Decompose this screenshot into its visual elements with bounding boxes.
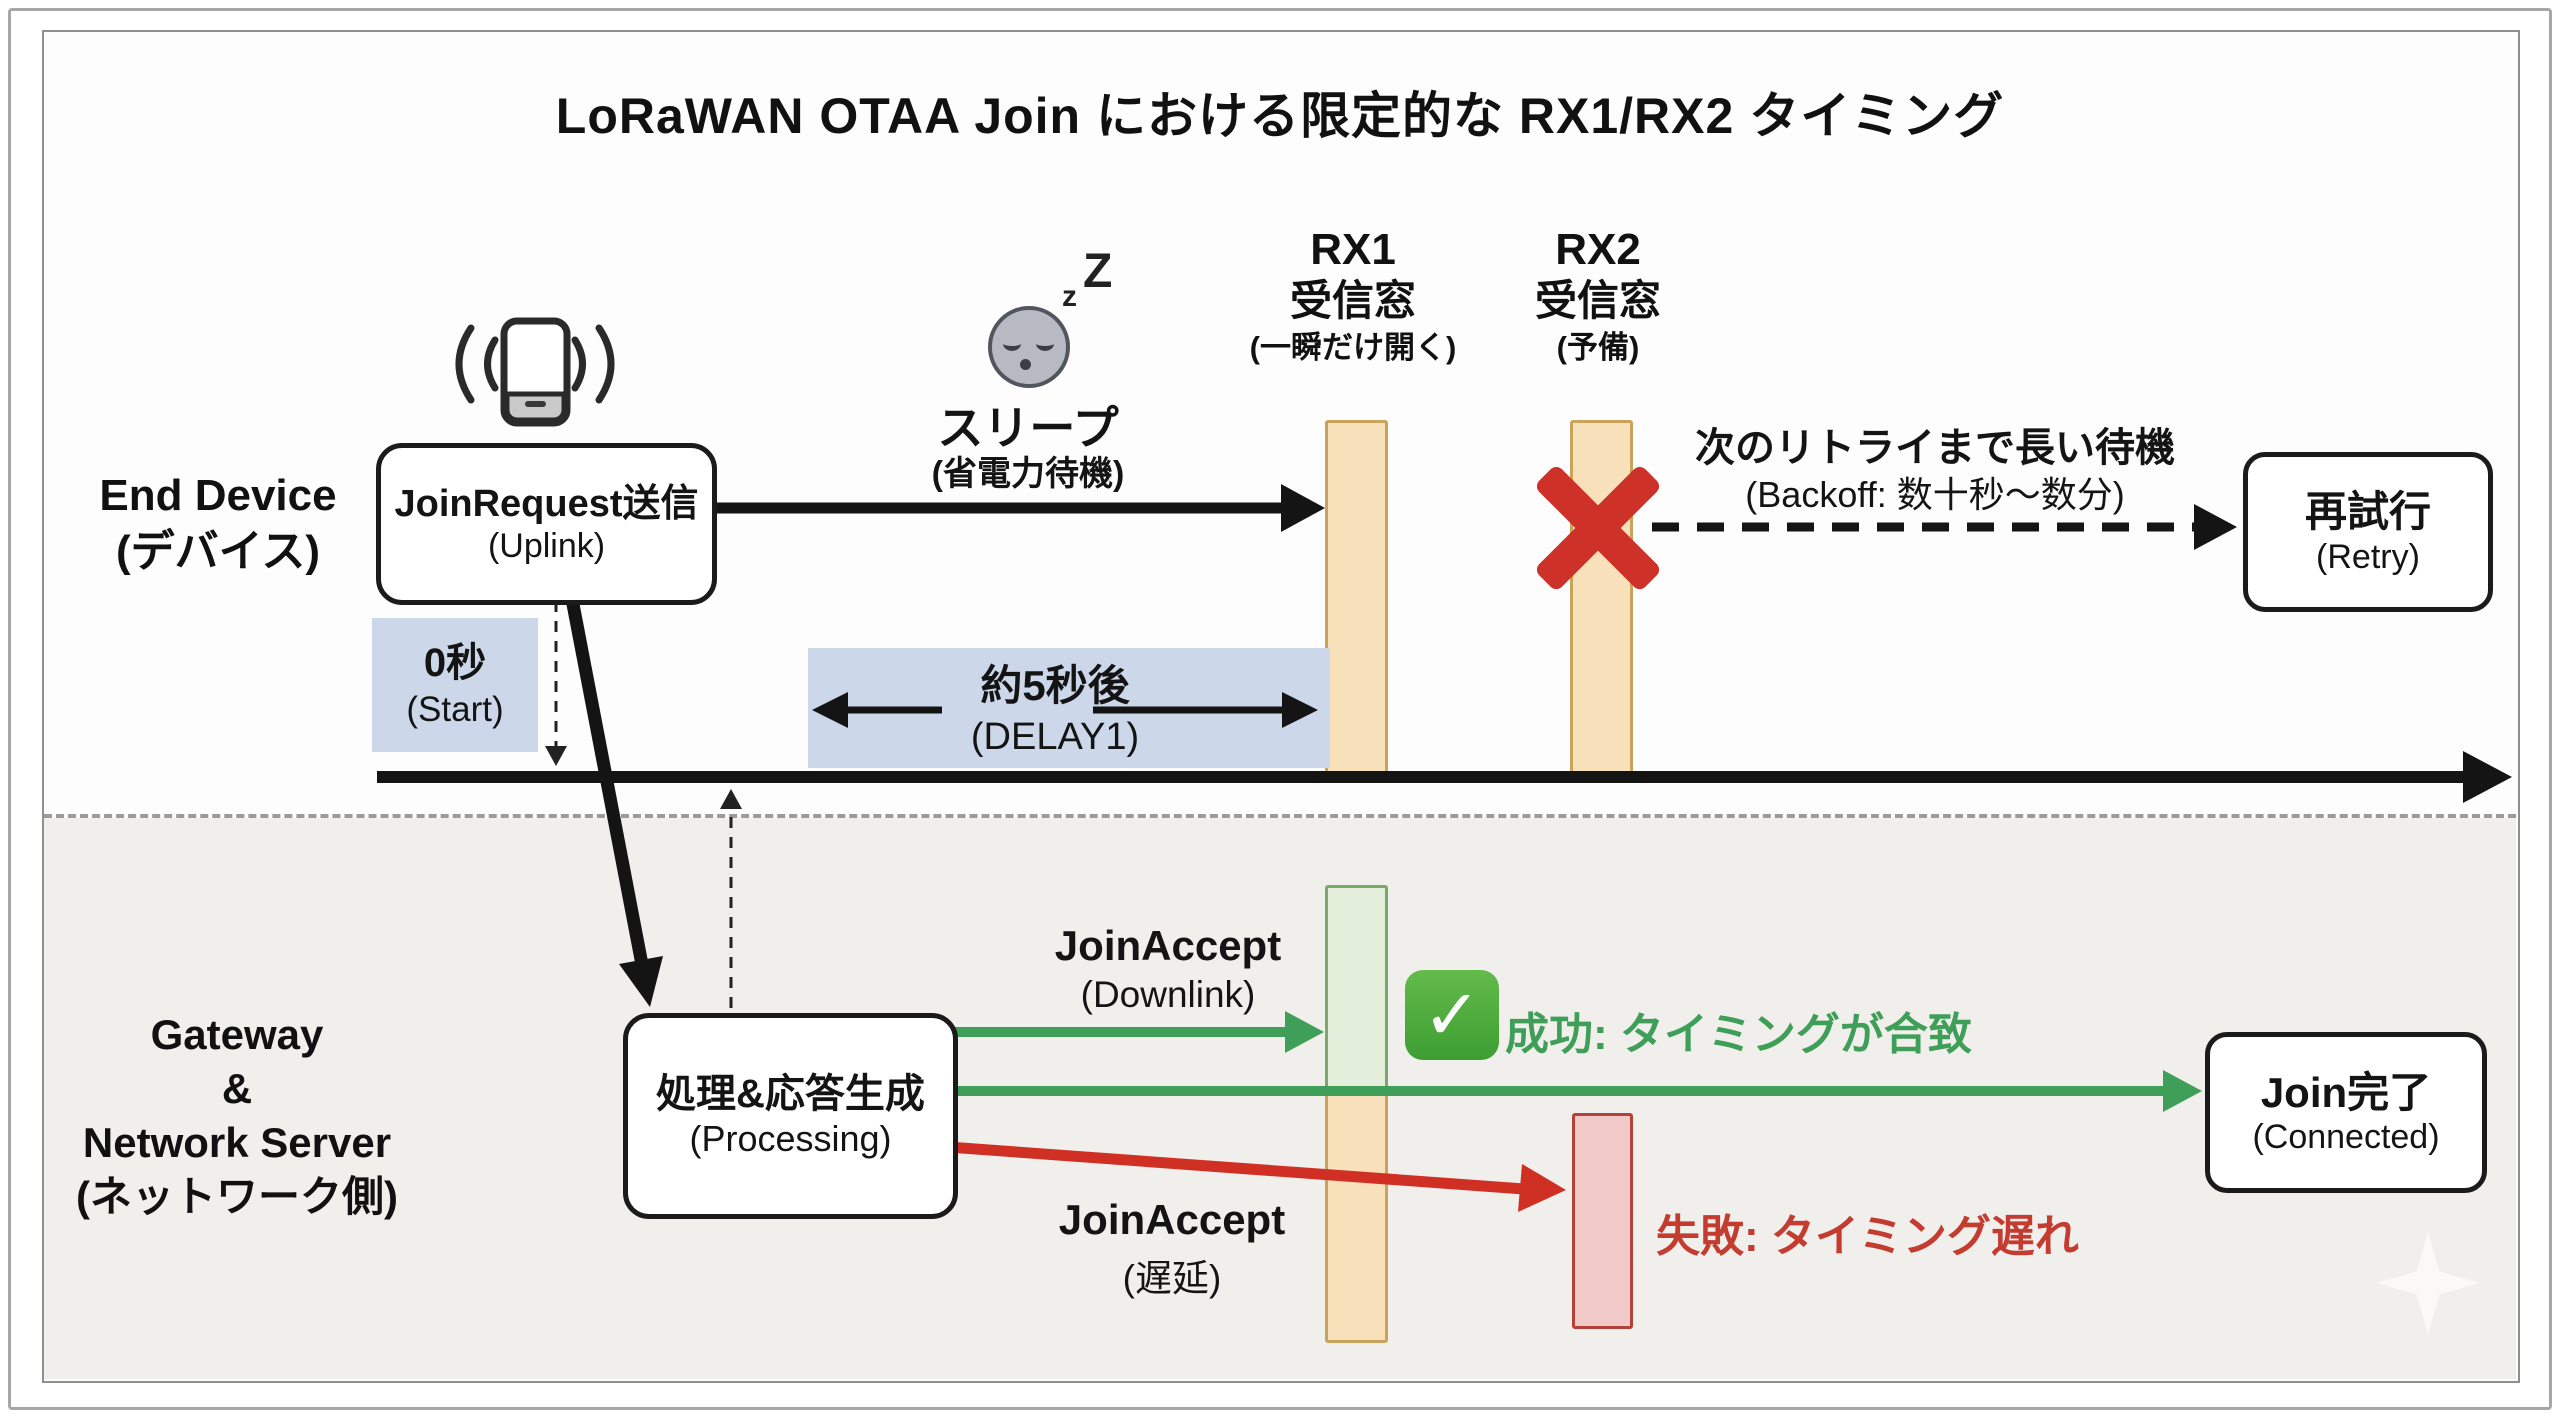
- join-request-title: JoinRequest送信: [394, 482, 699, 525]
- zz-small: z: [1062, 280, 1077, 313]
- retry-title: 再試行: [2304, 488, 2431, 536]
- rx2-window-bar-late: [1572, 1113, 1633, 1329]
- phone-icon: [455, 317, 615, 427]
- network-lane-background: [44, 818, 2516, 1379]
- success-check-icon: ✓: [1405, 970, 1499, 1060]
- rx1-window-bar-upper: [1325, 420, 1388, 778]
- processing-subtitle: (Processing): [689, 1118, 892, 1160]
- sleep-label: スリープ: [937, 402, 1119, 454]
- rx1-window-bar-lower: [1325, 1091, 1388, 1343]
- rx2-name: RX2: [1555, 225, 1641, 274]
- join-request-node: JoinRequest送信 (Uplink): [376, 443, 717, 605]
- sleep-mouth: [1020, 359, 1031, 370]
- rx2-missed-cross-icon: [1513, 443, 1683, 613]
- page-title: LoRaWAN OTAA Join における限定的な RX1/RX2 タイミング: [555, 88, 2005, 144]
- network-lane-line2: &: [221, 1065, 253, 1112]
- processing-title: 処理&応答生成: [656, 1072, 925, 1117]
- backoff-sublabel: (Backoff: 数十秒〜数分): [1745, 474, 2125, 515]
- lane-divider-dashed-line: [44, 814, 2516, 818]
- rx2-label: 受信窓: [1534, 277, 1662, 324]
- joinaccept-late-title: JoinAccept: [1058, 1196, 1286, 1243]
- end-device-lane-line1: End Device: [99, 471, 337, 520]
- backoff-label: 次のリトライまで長い待機: [1695, 426, 2175, 470]
- zz-big: Z: [1083, 245, 1113, 298]
- rx1-window-bar-success: [1325, 885, 1388, 1097]
- time-start-title: 0秒: [423, 641, 487, 686]
- retry-subtitle: (Retry): [2316, 537, 2420, 576]
- failure-text: 失敗: タイミング遅れ: [1656, 1212, 2079, 1261]
- join-done-node: Join完了 (Connected): [2205, 1032, 2487, 1193]
- time-start-badge: 0秒 (Start): [372, 618, 538, 752]
- rx1-label: 受信窓: [1289, 277, 1416, 324]
- sleep-face-icon: [988, 306, 1070, 388]
- sleep-sublabel: (省電力待機): [931, 455, 1125, 493]
- join-request-subtitle: (Uplink): [487, 527, 606, 566]
- rx2-note: (予備): [1556, 330, 1640, 365]
- sleep-eye-right: [1036, 336, 1054, 351]
- end-device-lane-line2: (デバイス): [116, 527, 320, 576]
- join-done-subtitle: (Connected): [2252, 1118, 2440, 1157]
- sleep-eye-left: [1003, 336, 1021, 351]
- rx1-window-header: RX1 受信窓 (一瞬だけ開く): [1249, 225, 1457, 365]
- rx2-window-header: RX2 受信窓 (予備): [1534, 225, 1662, 365]
- join-done-title: Join完了: [2260, 1068, 2432, 1116]
- delay1-title: 約5秒後: [980, 662, 1130, 709]
- delay1-subtitle: (DELAY1): [970, 716, 1140, 758]
- joinaccept-late-subtitle: (遅延): [1122, 1258, 1222, 1299]
- joinaccept-ok-subtitle: (Downlink): [1080, 974, 1256, 1015]
- processing-node: 処理&応答生成 (Processing): [623, 1013, 958, 1219]
- network-lane-line1: Gateway: [150, 1011, 324, 1058]
- joinaccept-late-label: JoinAccept (遅延): [1059, 1196, 1285, 1302]
- rx1-name: RX1: [1310, 225, 1396, 274]
- network-lane-label: Gateway & Network Server (ネットワーク側): [76, 1008, 398, 1224]
- rx1-note: (一瞬だけ開く): [1249, 330, 1457, 365]
- joinaccept-ok-title: JoinAccept: [1054, 922, 1282, 969]
- success-text: 成功: タイミングが合致: [1505, 1010, 1972, 1059]
- outer-frame: [8, 8, 2552, 1410]
- network-lane-line3: Network Server: [82, 1119, 392, 1166]
- retry-node: 再試行 (Retry): [2243, 452, 2493, 612]
- end-device-lane-label: End Device (デバイス): [99, 468, 336, 580]
- network-lane-line4: (ネットワーク側): [76, 1173, 398, 1220]
- joinaccept-ok-label: JoinAccept (Downlink): [1055, 922, 1281, 1016]
- time-start-subtitle: (Start): [406, 690, 504, 730]
